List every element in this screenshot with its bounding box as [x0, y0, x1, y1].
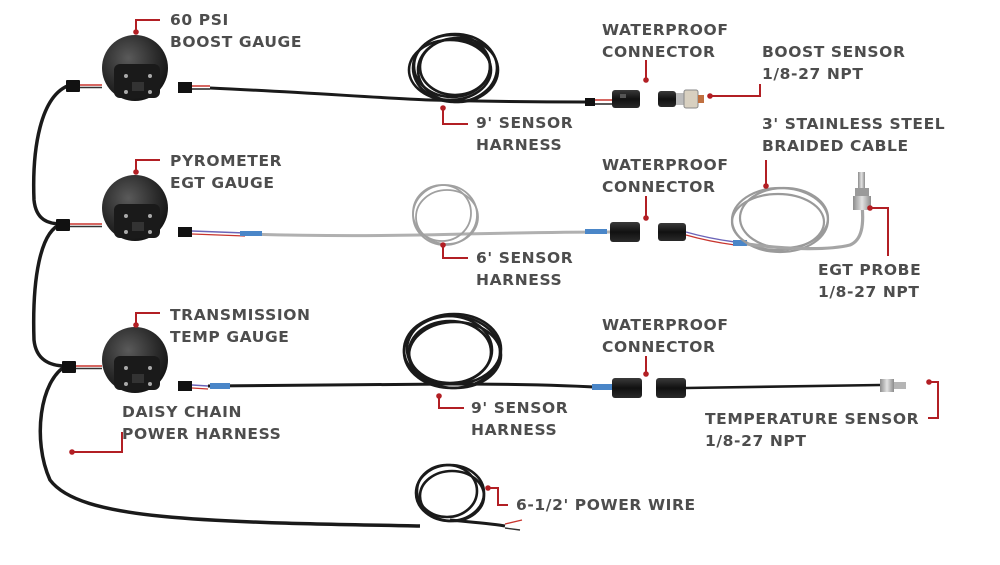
waterproof-connector-3 — [612, 378, 881, 398]
daisy-chain-label: DAISY CHAIN POWER HARNESS — [122, 401, 281, 445]
transmission-gauge — [102, 327, 168, 393]
pyrometer-gauge-label-line2: EGT GAUGE — [170, 174, 275, 192]
leader-dots — [69, 29, 932, 491]
boost-gauge-label-line1: 60 PSI — [170, 11, 229, 29]
waterproof-connector-1-line1: WATERPROOF — [602, 21, 729, 39]
harness-9-top-line2: HARNESS — [476, 136, 563, 154]
waterproof-connector-3-label: WATERPROOF CONNECTOR — [602, 314, 729, 358]
waterproof-connector-2-line2: CONNECTOR — [602, 178, 716, 196]
power-wire-label: 6-1/2' POWER WIRE — [516, 494, 696, 516]
braided-cable-label-line1: 3' STAINLESS STEEL — [762, 115, 946, 133]
waterproof-connector-3-line1: WATERPROOF — [602, 316, 729, 334]
waterproof-connector-1-label: WATERPROOF CONNECTOR — [602, 19, 729, 63]
pyrometer-gauge — [102, 175, 168, 241]
temperature-sensor-label-line2: 1/8-27 NPT — [705, 432, 807, 450]
boost-sensor-label-line1: BOOST SENSOR — [762, 43, 906, 61]
egt-probe-label-line1: EGT PROBE — [818, 261, 922, 279]
pyrometer-gauge-label: PYROMETER EGT GAUGE — [170, 150, 282, 194]
boost-sensor — [676, 89, 704, 109]
boost-sensor-label-line2: 1/8-27 NPT — [762, 65, 864, 83]
boost-sensor-label: BOOST SENSOR 1/8-27 NPT — [762, 41, 906, 85]
transmission-gauge-label-line2: TEMP GAUGE — [170, 328, 290, 346]
trans-harness — [178, 312, 613, 391]
boost-gauge-label: 60 PSI BOOST GAUGE — [170, 9, 302, 53]
egt-harness — [178, 184, 611, 246]
power-wire-label-line1: 6-1/2' POWER WIRE — [516, 496, 696, 514]
pyrometer-gauge-label-line1: PYROMETER — [170, 152, 283, 170]
daisy-chain-label-line1: DAISY CHAIN — [122, 403, 243, 421]
boost-gauge-label-line2: BOOST GAUGE — [170, 33, 303, 51]
harness-9-top-label: 9' SENSOR HARNESS — [476, 112, 573, 156]
waterproof-connector-1-line2: CONNECTOR — [602, 43, 716, 61]
harness-6-line2: HARNESS — [476, 271, 563, 289]
harness-9-top-line1: 9' SENSOR — [476, 114, 574, 132]
harness-9-bottom-label: 9' SENSOR HARNESS — [471, 397, 568, 441]
braided-cable — [730, 186, 865, 254]
egt-probe — [853, 172, 871, 210]
boost-gauge — [102, 35, 168, 101]
transmission-gauge-label: TRANSMISSION TEMP GAUGE — [170, 304, 311, 348]
temperature-sensor-label: TEMPERATURE SENSOR 1/8-27 NPT — [705, 408, 919, 452]
waterproof-connector-2-label: WATERPROOF CONNECTOR — [602, 154, 729, 198]
egt-probe-label-line2: 1/8-27 NPT — [818, 283, 920, 301]
braided-cable-label-line2: BRAIDED CABLE — [762, 137, 909, 155]
harness-6-label: 6' SENSOR HARNESS — [476, 247, 573, 291]
harness-6-line1: 6' SENSOR — [476, 249, 574, 267]
daisy-chain-harness — [31, 80, 421, 528]
harness-9-bottom-line1: 9' SENSOR — [471, 399, 569, 417]
temperature-sensor-label-line1: TEMPERATURE SENSOR — [705, 410, 920, 428]
waterproof-connector-2-line1: WATERPROOF — [602, 156, 729, 174]
waterproof-connector-1 — [612, 90, 676, 108]
braided-cable-label: 3' STAINLESS STEEL BRAIDED CABLE — [762, 113, 945, 157]
harness-9-bottom-line2: HARNESS — [471, 421, 558, 439]
boost-harness — [178, 32, 612, 106]
waterproof-connector-2 — [610, 222, 747, 246]
waterproof-connector-3-line2: CONNECTOR — [602, 338, 716, 356]
daisy-chain-label-line2: POWER HARNESS — [122, 425, 282, 443]
leader-lines — [72, 19, 939, 506]
transmission-gauge-label-line1: TRANSMISSION — [170, 306, 311, 324]
egt-probe-label: EGT PROBE 1/8-27 NPT — [818, 259, 921, 303]
power-wire — [414, 463, 523, 531]
temperature-sensor — [880, 379, 906, 392]
